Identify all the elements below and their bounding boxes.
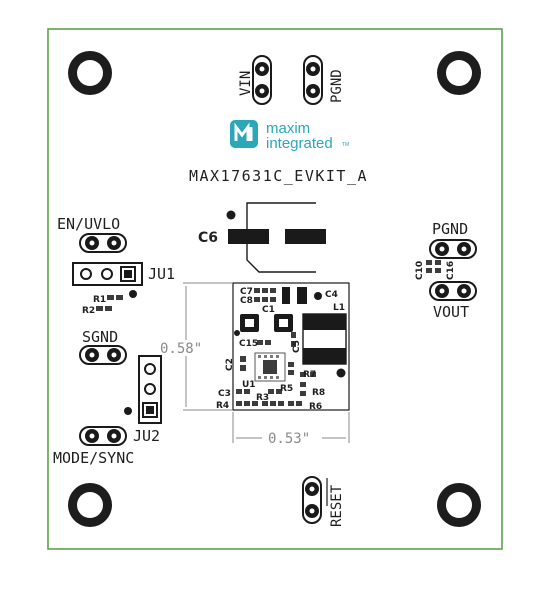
mounting-hole-top-right bbox=[437, 51, 481, 95]
smd-area-outline bbox=[232, 282, 350, 411]
c15-label: C15 bbox=[239, 339, 258, 349]
c6-footprint bbox=[226, 202, 326, 273]
mode-sync-label: MODE/SYNC bbox=[53, 449, 134, 467]
c4-label: C4 bbox=[325, 290, 338, 300]
ju2-label: JU2 bbox=[133, 427, 160, 445]
l1-label: L1 bbox=[333, 303, 345, 313]
c6-label: C6 bbox=[198, 230, 218, 246]
pgnd-top-label: PGND bbox=[329, 69, 345, 103]
r5-label: R5 bbox=[280, 384, 293, 394]
r3-label: R3 bbox=[256, 393, 269, 403]
mounting-hole-bottom-right bbox=[437, 483, 481, 527]
mounting-hole-bottom-left bbox=[68, 483, 112, 527]
board-outline bbox=[47, 28, 503, 550]
sgnd-connector[interactable] bbox=[79, 345, 127, 365]
vin-connector[interactable] bbox=[252, 55, 272, 105]
ju1-jumper[interactable] bbox=[72, 262, 143, 286]
logo-line1: maxim bbox=[266, 120, 310, 137]
c16-label: C16 bbox=[446, 261, 456, 280]
ju1-label: JU1 bbox=[148, 265, 175, 283]
c1-label: C1 bbox=[262, 305, 275, 315]
board-title: MAX17631C_EVKIT_A bbox=[189, 167, 368, 185]
logo-line2: integrated bbox=[266, 135, 333, 152]
c3-label: C3 bbox=[218, 389, 231, 399]
mounting-hole-top-left bbox=[68, 51, 112, 95]
dimension-width-label: 0.53" bbox=[268, 431, 310, 447]
reset-label: RESET bbox=[329, 484, 345, 527]
pgnd-top-connector[interactable] bbox=[303, 55, 323, 105]
smd-components bbox=[234, 287, 347, 406]
logo-tm: TM bbox=[342, 142, 349, 148]
en-uvlo-label: EN/UVLO bbox=[57, 215, 120, 233]
c10-label: C10 bbox=[415, 261, 425, 280]
pgnd-right-label: PGND bbox=[432, 220, 468, 238]
dimension-width bbox=[232, 412, 350, 443]
r4-label: R4 bbox=[216, 401, 229, 411]
c8-label: C8 bbox=[240, 296, 253, 306]
r8-label: R8 bbox=[312, 388, 325, 398]
sgnd-label: SGND bbox=[82, 328, 118, 346]
vout-connector[interactable] bbox=[429, 281, 477, 301]
r1-r2-pads bbox=[96, 295, 123, 311]
c10-c16-pads bbox=[426, 260, 441, 273]
pgnd-right-connector[interactable] bbox=[429, 239, 477, 259]
c7-label: C7 bbox=[240, 287, 253, 297]
ju1-pin1-marker bbox=[129, 290, 137, 298]
ju2-jumper[interactable] bbox=[138, 355, 162, 424]
c2-label: C2 bbox=[225, 358, 235, 371]
dimension-height-label: 0.58" bbox=[160, 341, 202, 357]
vout-label: VOUT bbox=[433, 303, 469, 321]
ju2-pin1-marker bbox=[124, 407, 132, 415]
maxim-logo: maxim integrated TM bbox=[230, 120, 349, 152]
vin-label: VIN bbox=[238, 71, 254, 96]
r2-label: R2 bbox=[82, 306, 95, 316]
mode-sync-connector[interactable] bbox=[79, 426, 127, 446]
en-uvlo-connector[interactable] bbox=[79, 233, 127, 253]
r7-label: R7 bbox=[303, 370, 316, 380]
r1-label: R1 bbox=[93, 295, 106, 305]
u1-label: U1 bbox=[242, 380, 256, 390]
r6-label: R6 bbox=[309, 402, 322, 412]
dimension-height bbox=[183, 282, 232, 411]
reset-connector[interactable] bbox=[302, 476, 322, 524]
c5-label: C5 bbox=[292, 340, 302, 353]
